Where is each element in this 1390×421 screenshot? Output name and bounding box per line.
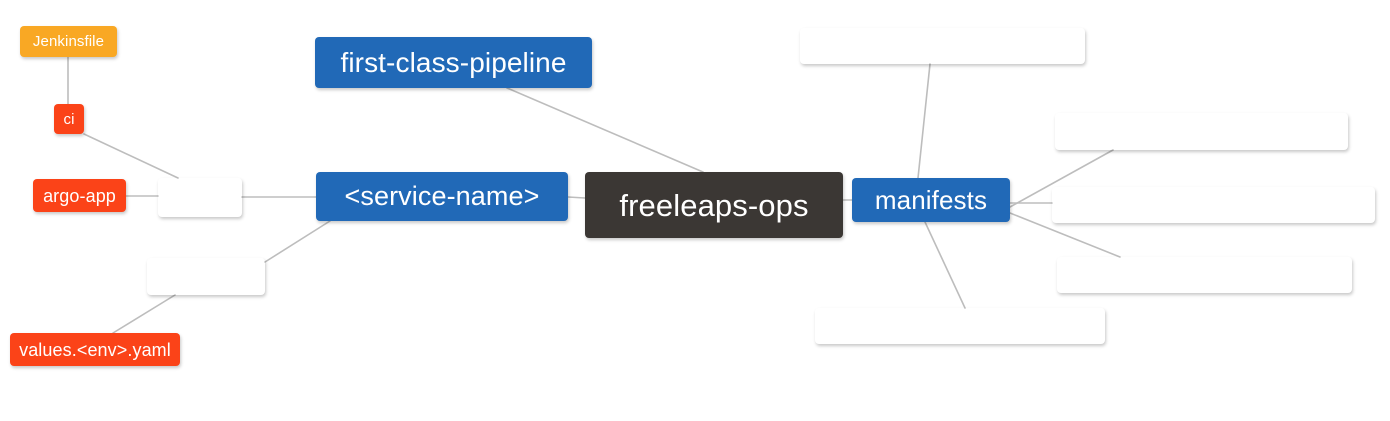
node-jenkinsfile[interactable]: Jenkinsfile [20,26,117,57]
node-env[interactable]: <env> [158,178,242,217]
node-label-jenkinsfile: Jenkinsfile [32,33,105,50]
node-label-helm-pkg: helm-pkg [162,265,250,288]
node-label-freeleaps-storage-system: freeleaps-storage-system [840,314,1080,338]
node-ci[interactable]: ci [54,104,84,134]
node-label-freeleaps-monitoring-system: freeleaps-monitoring-system [1079,193,1348,217]
node-service-name[interactable]: <service-name> [316,172,568,221]
node-label-argo-app: argo-app [43,185,116,206]
node-label-values-env-yaml: values.<env>.yaml [19,339,171,360]
node-values-env-yaml[interactable]: values.<env>.yaml [10,333,180,366]
node-argo-app[interactable]: argo-app [33,179,126,212]
edge-service-name-to-helm-pkg [264,220,331,263]
node-label-freeleaps-network-system: freeleaps-network-system [1080,120,1323,143]
node-freeleaps-controls-system[interactable]: freeleaps-controls-system [1057,257,1352,293]
edge-freeleaps-ops-to-service-name [567,196,586,199]
node-freeleaps-devops-system[interactable]: freeleaps-devops-system [800,28,1085,64]
node-freeleaps-storage-system[interactable]: freeleaps-storage-system [815,308,1105,344]
node-helm-pkg[interactable]: helm-pkg [147,258,265,295]
node-label-ci: ci [63,110,75,128]
node-label-env: <env> [170,186,230,209]
node-label-first-class-pipeline: first-class-pipeline [340,46,567,78]
node-freeleaps-monitoring-system[interactable]: freeleaps-monitoring-system [1052,187,1375,223]
node-freeleaps-network-system[interactable]: freeleaps-network-system [1055,113,1348,150]
node-freeleaps-ops[interactable]: freeleaps-ops [585,172,843,238]
node-label-manifests: manifests [874,185,988,215]
edge-freeleaps-ops-to-first-class-pipeline [506,87,704,173]
edge-helm-pkg-to-values-env-yaml [112,294,176,334]
edge-env-to-ci [83,133,179,179]
node-label-freeleaps-ops: freeleaps-ops [619,187,809,223]
node-first-class-pipeline[interactable]: first-class-pipeline [315,37,592,88]
node-label-freeleaps-devops-system: freeleaps-devops-system [824,34,1061,58]
node-label-freeleaps-controls-system: freeleaps-controls-system [1083,263,1326,287]
node-manifests[interactable]: manifests [852,178,1010,222]
edge-manifests-to-freeleaps-devops-system [917,63,931,179]
edge-manifests-to-freeleaps-storage-system [924,221,966,309]
node-label-service-name: <service-name> [344,181,540,211]
